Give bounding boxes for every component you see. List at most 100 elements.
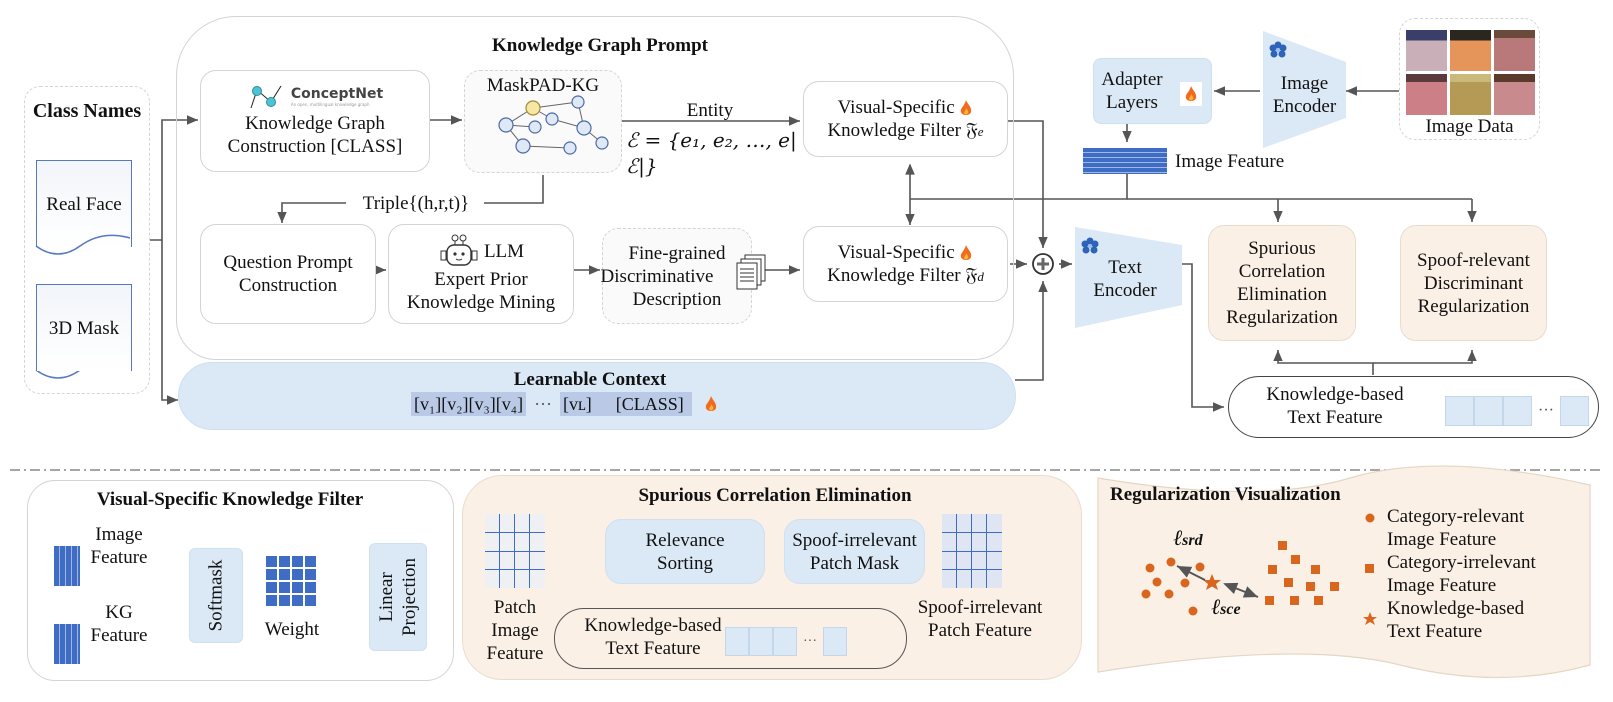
kb-text-feature-text: Knowledge-based	[1266, 384, 1404, 405]
face-image[interactable]	[1494, 30, 1535, 71]
vskf-d-box[interactable]: Visual-Specific Knowledge Filter 𝔉d	[803, 226, 1008, 302]
vskf-e-label: Knowledge Filter	[827, 119, 961, 141]
line-triple-right	[484, 175, 544, 204]
fine-grained-box[interactable]: Fine-grained Discriminative Description	[601, 228, 752, 324]
sum-icon	[1032, 253, 1054, 275]
token-cell	[1474, 396, 1503, 426]
image-encoder-text: Image	[1280, 73, 1329, 94]
linear-projection-label: Linear	[376, 572, 398, 622]
arrow-triple-to-question	[277, 202, 346, 223]
face-image[interactable]	[1406, 30, 1447, 71]
class-item-3d-mask[interactable]: 3D Mask	[36, 284, 132, 371]
sce-reg-label: Spurious	[1248, 238, 1316, 259]
legend-label: Knowledge-based	[1387, 598, 1525, 619]
label-text: Feature	[90, 625, 148, 646]
adapter-text: Layers	[1106, 92, 1158, 113]
sce-reg-label: Regularization	[1226, 307, 1338, 328]
weight-matrix	[266, 556, 316, 606]
legend-label: Category-irrelevant	[1387, 552, 1536, 573]
conceptnet-tagline: An open, multilingual knowledge graph	[290, 102, 370, 107]
label-text: Text Feature	[605, 638, 701, 659]
patch-grid	[485, 514, 545, 588]
arrow-kb-to-srd-reg	[1373, 350, 1477, 364]
patch-mask-box[interactable]: Spoof-irrelevant Patch Mask	[784, 519, 925, 584]
kg-prompt-container	[176, 16, 1014, 360]
linear-projection-box[interactable]: Linear Projection	[369, 543, 427, 651]
legend-label: Image Feature	[1387, 575, 1497, 596]
robot-icon	[440, 234, 478, 266]
class-item-label: Real Face	[46, 193, 122, 215]
srd-reg-label: Spoof-relevant	[1417, 249, 1530, 271]
kg-construction-label: Knowledge Graph	[245, 113, 385, 134]
maskpad-kg-box[interactable]	[464, 70, 622, 173]
class-item-label: 3D Mask	[48, 317, 120, 339]
image-feature-mini	[54, 546, 80, 586]
sce-regularization-box[interactable]: Spurious Correlation Elimination Regular…	[1208, 225, 1356, 341]
kb-text-feature-box[interactable]	[1228, 376, 1599, 438]
face-image[interactable]	[1494, 74, 1535, 115]
softmask-box[interactable]: Softmask	[189, 548, 243, 643]
frozen-icon	[1268, 40, 1288, 65]
l-srd-label: ℓsrd	[1173, 525, 1203, 551]
arrow-class-to-kg	[148, 115, 198, 241]
context-token: [v₂]	[441, 392, 469, 416]
flame-icon	[1180, 82, 1202, 106]
sce-text-tokens: ···	[725, 627, 847, 656]
fine-grained-label: Fine-grained	[628, 242, 726, 264]
linear-projection-label: Projection	[399, 557, 421, 637]
arrow-context-to-sum	[1015, 281, 1048, 381]
flame-icon	[959, 244, 973, 262]
patch-mask-label: Spoof-irrelevant	[792, 529, 917, 551]
srd-reg-label: Regularization	[1417, 295, 1530, 317]
srd-regularization-box[interactable]: Spoof-relevant Discriminant Regularizati…	[1400, 225, 1547, 341]
reg-vis-title: Regularization Visualization	[1110, 484, 1341, 505]
ell-symbol: ℓ	[1211, 594, 1221, 619]
kb-text-feature-text: Text Feature	[1287, 407, 1383, 428]
sce-kb-text-box[interactable]	[554, 608, 907, 669]
label-text: Image	[491, 620, 539, 641]
arrow-class-to-context	[161, 240, 178, 405]
context-tokens: [v₁][v₂][v₃][v₄] ··· [vʟ][CLASS]	[411, 392, 718, 416]
llm-box[interactable]: LLM Expert Prior Knowledge Mining	[388, 224, 574, 324]
image-feature-bar	[1083, 148, 1167, 174]
image-data-label: Image Data	[1425, 116, 1514, 137]
vskf-d-label: Visual-Specific	[837, 241, 955, 263]
output-feature-label: Spoof-irrelevant Patch Feature	[905, 596, 1055, 642]
image-feature-label: Image Feature	[1175, 151, 1285, 172]
flame-icon	[704, 395, 718, 413]
image-encoder-text: Encoder	[1272, 96, 1337, 117]
context-token: [v₁]	[411, 392, 442, 416]
vskf-symbol: 𝔉	[965, 264, 978, 286]
kg-construction-box[interactable]: ConceptNet An open, multilingual knowled…	[200, 70, 430, 172]
text-feature-tokens: ···	[1445, 396, 1589, 426]
vskf-sub: e	[977, 123, 984, 139]
class-names-title: Class Names	[24, 98, 150, 125]
token-cell	[1445, 396, 1474, 426]
relevance-sorting-box[interactable]: Relevance Sorting	[605, 519, 765, 584]
label-text: Feature	[486, 643, 544, 664]
legend-label: Category-relevant	[1387, 506, 1525, 527]
label-text: Knowledge-based	[584, 615, 722, 636]
vskf-image-feature-label: Image Feature	[82, 523, 156, 569]
face-image[interactable]	[1450, 30, 1491, 71]
face-grid	[1406, 30, 1535, 115]
question-prompt-label: Construction	[238, 275, 338, 296]
sce-reg-label: Correlation	[1238, 261, 1326, 282]
face-image[interactable]	[1450, 74, 1491, 115]
sce-kb-text-label: Knowledge-based Text Feature	[568, 614, 738, 660]
vskf-e-box[interactable]: Visual-Specific Knowledge Filter 𝔉e	[803, 81, 1008, 157]
llm-label: LLM	[483, 240, 525, 262]
context-token: [vʟ]	[560, 392, 610, 416]
text-encoder-text: Encoder	[1093, 280, 1157, 301]
label-text: Feature	[90, 547, 148, 568]
llm-label: Knowledge Mining	[406, 292, 556, 313]
l-sce-label: ℓsce	[1211, 594, 1241, 620]
label-text: Patch	[493, 597, 537, 618]
vskf-d-label: Knowledge Filter	[827, 264, 961, 286]
class-item-real-face[interactable]: Real Face	[36, 160, 132, 247]
patch-mask-label: Patch Mask	[809, 552, 900, 574]
kg-prompt-title: Knowledge Graph Prompt	[491, 35, 709, 56]
vskf-symbol: 𝔉	[965, 119, 978, 141]
face-image[interactable]	[1406, 74, 1447, 115]
question-prompt-box[interactable]: Question Prompt Construction	[200, 224, 376, 324]
